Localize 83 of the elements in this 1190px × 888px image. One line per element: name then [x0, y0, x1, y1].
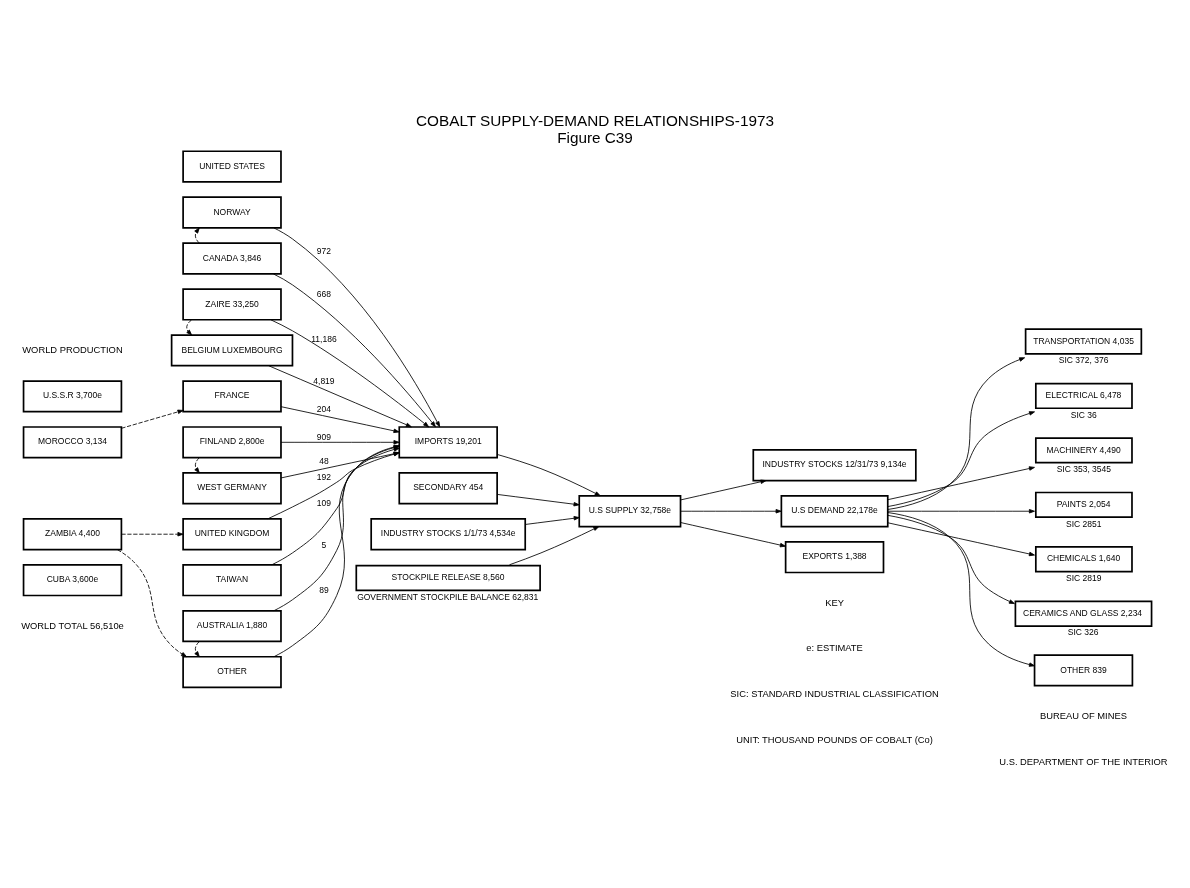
node-label: SIC 372, 376 — [1058, 355, 1109, 366]
arrow — [280, 440, 400, 445]
label: WORLD TOTAL 56,510e — [21, 620, 124, 631]
arrow — [280, 406, 400, 434]
edge-label: 48 — [319, 456, 329, 467]
arrow — [680, 522, 786, 548]
arrow — [273, 227, 441, 428]
node-box: IMPORTS 19,201 — [398, 426, 498, 459]
node-box: EXPORTS 1,388 — [784, 541, 885, 574]
arrow — [121, 409, 184, 429]
node-box: ZAIRE 33,250 — [182, 288, 282, 321]
arrow — [524, 516, 580, 525]
arrow — [887, 466, 1035, 501]
node-box: CERAMICS AND GLASS 2,234 — [1014, 600, 1153, 627]
node-box: OTHER — [182, 655, 282, 689]
node-box: TRANSPORTATION 4,035 — [1024, 328, 1143, 355]
node-label: SIC 326 — [1067, 627, 1099, 638]
edge-label: 4,819 — [313, 375, 335, 386]
node-box: AUSTRALIA 1,880 — [182, 609, 282, 643]
node-box: INDUSTRY STOCKS 1/1/73 4,534e — [370, 518, 527, 551]
node-box: U.S.S.R 3,700e — [22, 380, 123, 413]
arrow — [186, 319, 193, 336]
arrow — [887, 411, 1035, 507]
label: U.S. DEPARTMENT OF THE INTERIOR — [999, 756, 1168, 767]
node-box: CUBA 3,600e — [22, 564, 123, 597]
arrow — [273, 273, 436, 428]
label: WORLD PRODUCTION — [22, 344, 123, 355]
node-box: CANADA 3,846 — [182, 242, 282, 275]
edge-label: 972 — [316, 246, 332, 257]
node-box: U.S SUPPLY 32,758e — [578, 495, 682, 528]
node-box: PAINTS 2,054 — [1034, 491, 1133, 519]
diagram-title: COBALT SUPPLY-DEMAND RELATIONSHIPS-1973 — [416, 112, 774, 130]
arrow — [680, 509, 782, 514]
node-box: FINLAND 2,800e — [182, 426, 282, 459]
node-label: GOVERNMENT STOCKPILE BALANCE 62,831 — [357, 591, 539, 602]
arrow — [116, 549, 187, 658]
edge-label: 109 — [316, 498, 332, 509]
node-box: UNITED KINGDOM — [182, 518, 282, 551]
label: e: ESTIMATE — [806, 643, 863, 654]
node-box: MOROCCO 3,134 — [22, 426, 123, 459]
node-box: ELECTRICAL 6,478 — [1034, 382, 1133, 410]
node-box: SECONDARY 454 — [398, 472, 498, 505]
arrow — [887, 512, 1035, 667]
arrow — [887, 357, 1026, 510]
arrow — [496, 454, 601, 497]
arrow — [121, 532, 184, 537]
arrow — [194, 457, 200, 474]
label: SIC: STANDARD INDUSTRIAL CLASSIFICATION — [730, 689, 939, 700]
node-box: U.S DEMAND 22,178e — [780, 495, 889, 528]
node-box: NORWAY — [182, 196, 282, 229]
node-label: SIC 353, 3545 — [1056, 464, 1112, 475]
edge-label: 192 — [316, 471, 332, 482]
node-box: UNITED STATES — [182, 150, 282, 183]
node-label: SIC 2819 — [1066, 573, 1102, 584]
node-box: CHEMICALS 1,640 — [1034, 546, 1133, 573]
node-box: STOCKPILE RELEASE 8,560 — [355, 564, 541, 592]
arrow — [680, 479, 767, 501]
node-label: SIC 36 — [1070, 409, 1097, 420]
edge-label: 5 — [321, 539, 327, 550]
node-box: WEST GERMANY — [182, 472, 282, 505]
edge-label: 909 — [316, 431, 332, 442]
node-box: TAIWAN — [182, 564, 282, 597]
arrow — [887, 522, 1035, 557]
node-box: BELGIUM LUXEMBOURG — [170, 334, 294, 367]
edge-label: 89 — [319, 584, 329, 595]
label: KEY — [825, 597, 844, 608]
label: BUREAU OF MINES — [1040, 710, 1127, 721]
edge-label: 11,186 — [311, 333, 337, 344]
arrow — [496, 494, 580, 507]
node-box: MACHINERY 4,490 — [1034, 437, 1133, 464]
node-label: SIC 2851 — [1066, 518, 1102, 529]
arrow — [887, 509, 1035, 514]
arrow — [270, 319, 430, 428]
arrow — [194, 641, 200, 658]
node-box: ZAMBIA 4,400 — [22, 518, 123, 551]
node-box: OTHER 839 — [1033, 654, 1134, 687]
arrow — [194, 227, 200, 244]
node-box: FRANCE — [182, 380, 282, 413]
edge-label: 668 — [316, 288, 332, 299]
caption: Figure C39 — [557, 129, 633, 147]
arrow — [887, 514, 1015, 604]
edge-label: 204 — [316, 403, 332, 414]
label: UNIT: THOUSAND POUNDS OF COBALT (Co) — [736, 735, 933, 746]
